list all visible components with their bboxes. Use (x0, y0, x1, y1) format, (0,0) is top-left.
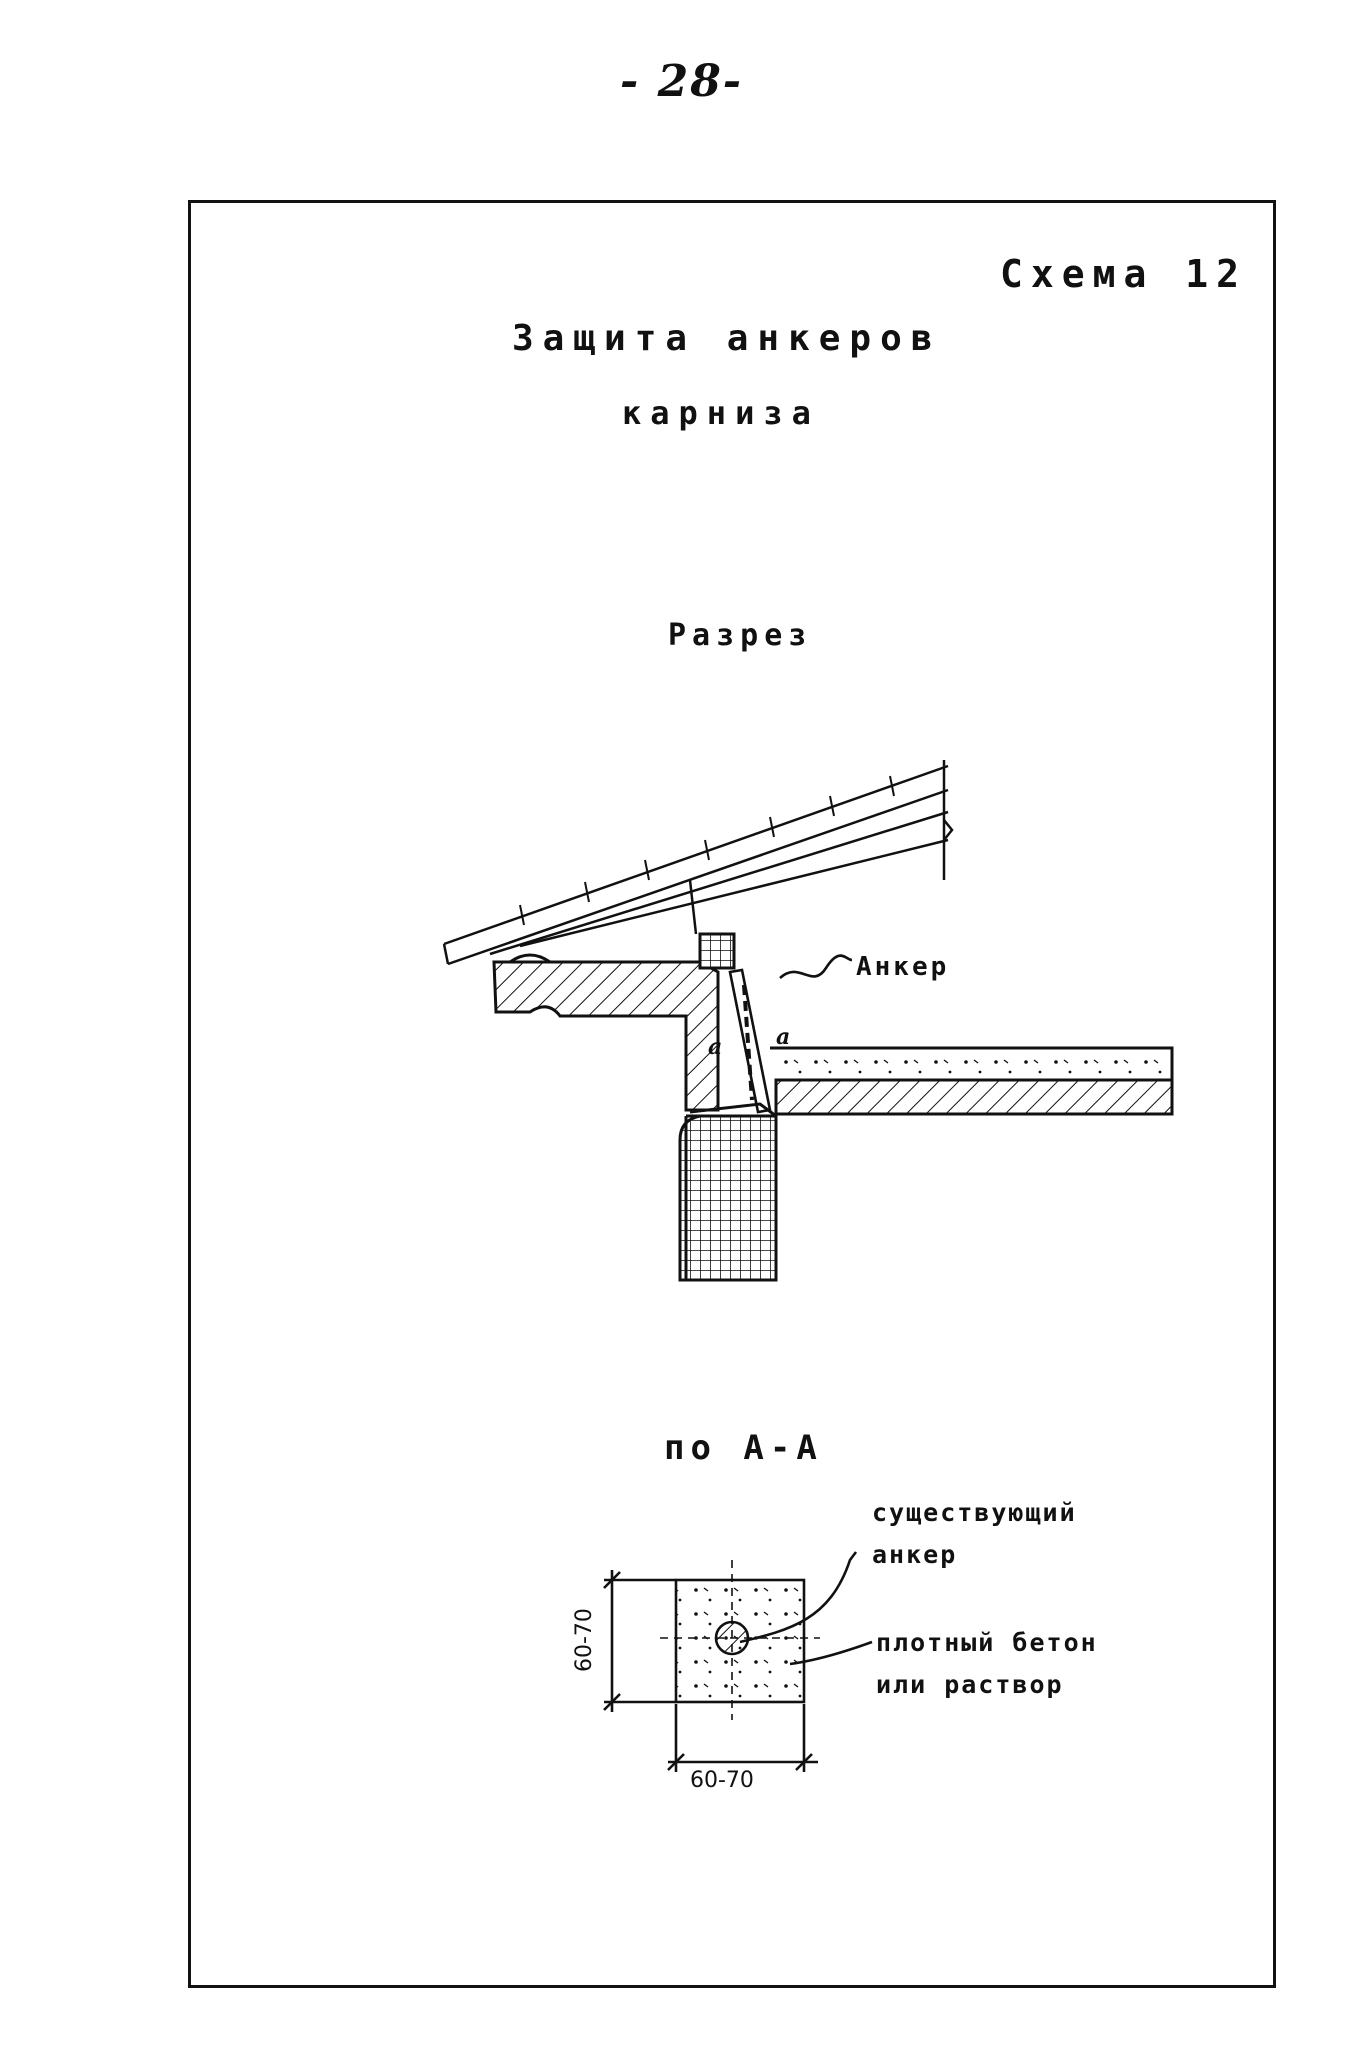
existing-anchor-note-line-1: существующий (872, 1498, 1077, 1527)
title-line-1: Защита анкеров (512, 318, 942, 359)
anchor-element (728, 954, 853, 1114)
eaves-slab (492, 932, 736, 1112)
plan-a-a (603, 1551, 873, 1772)
title-line-2: карниза (622, 394, 820, 432)
concrete-note-line-1: плотный бетон (876, 1628, 1098, 1657)
roof-slope (442, 760, 954, 966)
dimension-horizontal: 60-70 (690, 1768, 754, 1793)
scheme-label: Схема 12 (1000, 252, 1248, 296)
section-label: Разрез (668, 618, 813, 653)
page-number: - 28- (620, 56, 744, 107)
anchor-label: Анкер (856, 952, 950, 982)
floor-slab (770, 1046, 1174, 1116)
dimension-vertical: 60-70 (572, 1608, 597, 1672)
section-mark-left: a (708, 1034, 723, 1060)
brick-wall (678, 1102, 778, 1282)
drawing-frame (188, 200, 1276, 1988)
section-mark-right: a (776, 1024, 791, 1050)
view-label: по А-А (664, 1428, 823, 1468)
existing-anchor-note-line-2: анкер (872, 1540, 958, 1569)
concrete-note-line-2: или раствор (876, 1670, 1064, 1699)
